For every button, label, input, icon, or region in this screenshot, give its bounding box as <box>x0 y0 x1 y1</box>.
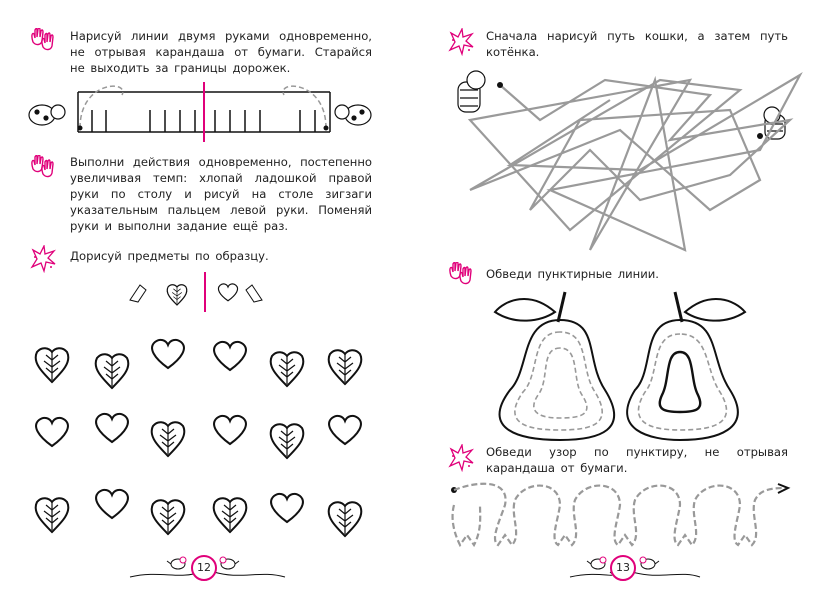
footer-decor <box>129 556 286 578</box>
pears-drawing <box>493 291 747 442</box>
loop-pattern <box>451 482 791 548</box>
arrow-icon <box>777 483 791 494</box>
sample-shapes <box>129 272 263 312</box>
pencil-hand-icon <box>245 284 263 303</box>
pear-leaf <box>683 297 747 322</box>
task-text: Выполни действия одновременно, постепенн… <box>70 155 372 233</box>
track-drawing <box>28 82 372 142</box>
footer-decor <box>569 556 701 578</box>
left-page: Нарисуй линии двумя руками одновременно,… <box>28 28 372 581</box>
cat-icon <box>457 70 486 113</box>
pear-leaf <box>493 297 557 322</box>
cat-maze <box>457 70 803 252</box>
page-number: 12 <box>191 555 217 581</box>
task-text: Обведи узор по пунктиру, не отрывая кара… <box>486 445 788 475</box>
task-text: Нарисуй линии двумя руками одновременно,… <box>70 29 372 75</box>
ladybug-right <box>334 104 372 126</box>
task-text: Сначала нарисуй путь кошки, а затем путь… <box>486 29 788 59</box>
shapes-drawing <box>34 272 363 537</box>
task-text: Дорисуй предметы по образцу. <box>70 249 269 263</box>
pear-left <box>498 318 616 442</box>
pear-right <box>626 318 739 442</box>
pencil-hand-icon <box>129 284 147 303</box>
right-page: Сначала нарисуй путь кошки, а затем путь… <box>410 0 820 594</box>
ladybug-left <box>28 104 66 126</box>
task-text: Обведи пунктирные линии. <box>486 267 659 281</box>
page-number: 13 <box>610 555 636 581</box>
